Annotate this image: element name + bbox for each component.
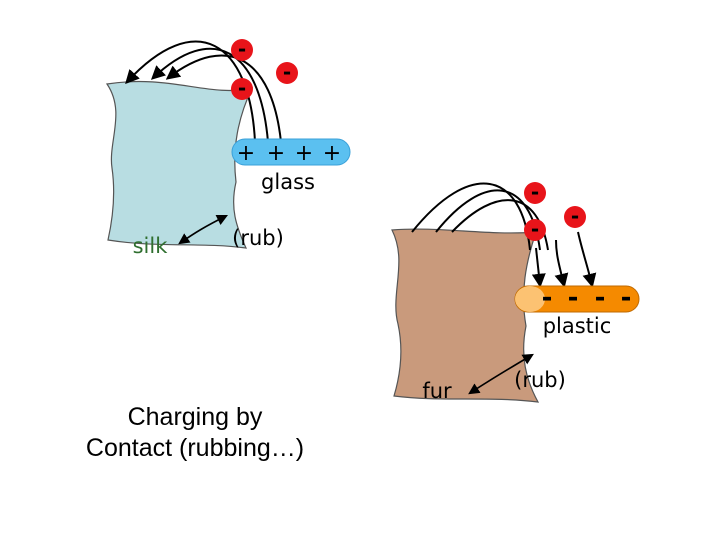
glass-plus-1: +	[237, 141, 255, 166]
glass-plus-3: +	[295, 141, 313, 166]
arrow-8	[554, 239, 569, 288]
charge-3-sign: -	[283, 60, 291, 84]
glass-transfer-arrows	[125, 40, 282, 143]
glass-rod-charges: + + + +	[237, 141, 341, 166]
plastic-minus-1: -	[542, 283, 553, 313]
charge-6	[564, 206, 586, 228]
charge-1-sign: -	[238, 37, 246, 61]
charge-2	[231, 78, 253, 100]
arrow-3	[165, 54, 282, 143]
charge-5	[524, 219, 546, 241]
plastic-rod-tip	[515, 286, 545, 312]
plastic-transferred-charges: - - -	[524, 180, 586, 241]
arrow-7	[531, 247, 546, 288]
silk-cloth	[105, 80, 254, 249]
glass-rub-arrow	[178, 214, 229, 245]
glass-transferred-charges: - - -	[231, 37, 298, 100]
diagram-caption: Charging by Contact (rubbing…)	[40, 402, 350, 464]
plastic-transfer-arrows	[411, 182, 597, 288]
silk-label: silk	[133, 234, 169, 258]
charge-2-sign: -	[238, 76, 246, 100]
arrow-2	[150, 47, 269, 143]
plastic-rub-arrow	[468, 353, 534, 395]
glass-rod	[231, 138, 351, 166]
charge-4-sign: -	[531, 180, 539, 204]
arrow-4	[411, 182, 531, 251]
plastic-label: plastic	[543, 314, 612, 338]
plastic-minus-4: -	[621, 283, 632, 313]
caption-line-1: Charging by	[127, 403, 263, 431]
charge-4	[524, 182, 546, 204]
plastic-minus-3: -	[595, 283, 606, 313]
arrow-9	[577, 231, 597, 288]
charge-3	[276, 62, 298, 84]
plastic-minus-2: -	[568, 283, 579, 313]
arrow-1	[125, 40, 256, 143]
glass-rub-label: (rub)	[232, 226, 284, 250]
fur-label: fur	[422, 379, 452, 403]
plastic-rod-charges: - - - -	[542, 283, 632, 313]
glass-plus-4: +	[323, 141, 341, 166]
charge-6-sign: -	[571, 204, 579, 228]
glass-label: glass	[261, 170, 315, 194]
plastic-rub-label: (rub)	[514, 368, 566, 392]
charge-1	[231, 39, 253, 61]
caption-line-2: Contact (rubbing…)	[85, 434, 305, 462]
charge-5-sign: -	[531, 217, 539, 241]
glass-plus-2: +	[267, 141, 285, 166]
